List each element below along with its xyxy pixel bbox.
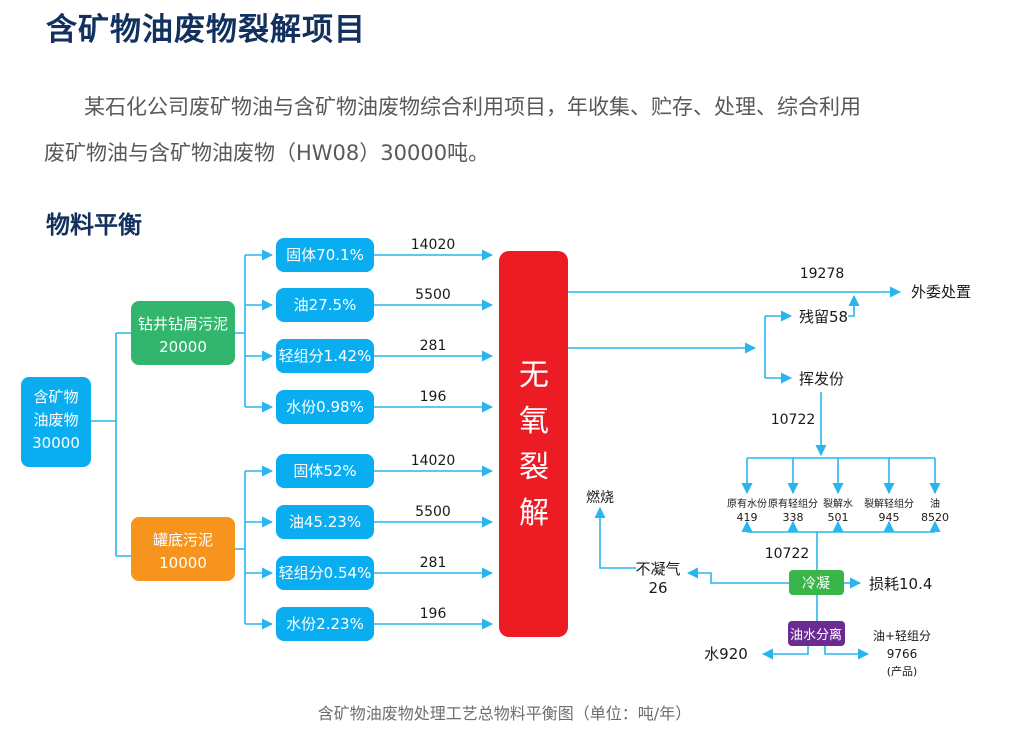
fraction-value: 501 xyxy=(828,511,849,524)
component-box xyxy=(276,505,374,539)
source-branch-1 xyxy=(235,255,246,407)
source-name-1: 钻井钻屑污泥 xyxy=(138,315,228,333)
flow-value: 5500 xyxy=(415,504,451,520)
component-label: 水份2.23% xyxy=(286,615,364,633)
root-label-line1: 含矿物 xyxy=(33,388,78,406)
component-label: 固体52% xyxy=(293,462,356,480)
residue-to-outsourced xyxy=(848,294,860,317)
component-box xyxy=(276,607,374,641)
flow-value: 281 xyxy=(420,555,447,571)
product-label-line2: 9766 xyxy=(887,647,918,661)
noncondensable-label: 不凝气 xyxy=(635,560,680,578)
diagram-caption: 含矿物油废物处理工艺总物料平衡图（单位：吨/年） xyxy=(317,704,692,723)
root-box xyxy=(21,377,91,467)
source-box-2 xyxy=(131,517,235,581)
source-value-2: 10000 xyxy=(159,554,207,572)
fractions-total: 10722 xyxy=(765,546,810,562)
product-label-line3: (产品) xyxy=(887,664,918,678)
component-box xyxy=(276,454,374,488)
burn-arrow xyxy=(594,506,636,569)
flow-value: 196 xyxy=(420,389,447,405)
flow-value: 281 xyxy=(420,338,447,354)
flow-value: 14020 xyxy=(411,237,456,253)
volatile-label: 挥发份 xyxy=(799,370,844,388)
component-box xyxy=(276,238,374,272)
product-label-line1: 油+轻组分 xyxy=(873,629,931,643)
root-label-line2: 油废物 xyxy=(33,411,78,429)
separate-box xyxy=(788,621,845,646)
page-title: 含矿物油废物裂解项目 xyxy=(46,12,366,48)
outsourced-label: 外委处置 xyxy=(911,283,971,301)
component-label: 油27.5% xyxy=(294,296,357,314)
reactor-char: 氧 xyxy=(519,404,549,439)
root-value: 30000 xyxy=(32,434,80,452)
noncondensable-value: 26 xyxy=(648,579,667,597)
reactor-box xyxy=(499,251,568,637)
intro-paragraph: 某石化公司废矿物油与含矿物油废物综合利用项目，年收集、贮存、处理、综合利用 废矿… xyxy=(44,84,974,176)
reactor-char: 解 xyxy=(519,496,549,531)
section-title: 物料平衡 xyxy=(46,211,142,239)
outsourced-flow: 19278 xyxy=(800,266,845,282)
flow-value: 14020 xyxy=(411,453,456,469)
fraction-label: 原有轻组分 xyxy=(768,497,818,510)
source-value-1: 20000 xyxy=(159,338,207,356)
source-name-2: 罐底污泥 xyxy=(153,531,213,549)
water-arrow xyxy=(761,646,809,660)
reactor-char: 无 xyxy=(519,358,549,393)
fraction-label: 油 xyxy=(930,497,940,510)
residue-label: 残留58 xyxy=(799,308,848,326)
component-box xyxy=(276,288,374,322)
fraction-value: 338 xyxy=(783,511,804,524)
fraction-label: 裂解水 xyxy=(823,497,853,510)
component-box xyxy=(276,390,374,424)
intro-line-1: 某石化公司废矿物油与含矿物油废物综合利用项目，年收集、贮存、处理、综合利用 xyxy=(84,95,861,119)
flow-value: 5500 xyxy=(415,287,451,303)
product-arrow xyxy=(824,646,870,660)
flow-value: 196 xyxy=(420,606,447,622)
fraction-value: 945 xyxy=(879,511,900,524)
reactor-char: 裂 xyxy=(519,450,549,485)
component-label: 固体70.1% xyxy=(286,246,364,264)
intro-line-2: 废矿物油与含矿物油废物（HW08）30000吨。 xyxy=(44,141,490,165)
condense-box xyxy=(789,570,844,595)
component-box xyxy=(276,339,374,373)
volatile-flow: 10722 xyxy=(771,412,816,428)
fraction-label: 裂解轻组分 xyxy=(864,497,914,510)
fraction-label: 原有水份 xyxy=(727,497,767,510)
source-box-1 xyxy=(131,301,235,365)
source-branch-2 xyxy=(235,471,246,624)
component-label: 水份0.98% xyxy=(286,398,364,416)
loss-label: 损耗10.4 xyxy=(869,575,932,593)
separate-label: 油水分离 xyxy=(790,627,842,643)
root-connector xyxy=(91,332,131,557)
condense-label: 冷凝 xyxy=(802,576,830,592)
component-label: 轻组分1.42% xyxy=(279,347,372,365)
water-label: 水920 xyxy=(704,645,748,663)
component-label: 轻组分0.54% xyxy=(279,564,372,582)
noncondensable-arrow xyxy=(686,567,789,584)
burn-label: 燃烧 xyxy=(586,489,614,506)
component-label: 油45.23% xyxy=(289,513,361,531)
fraction-value: 8520 xyxy=(921,511,949,524)
fraction-value: 419 xyxy=(737,511,758,524)
component-box xyxy=(276,556,374,590)
